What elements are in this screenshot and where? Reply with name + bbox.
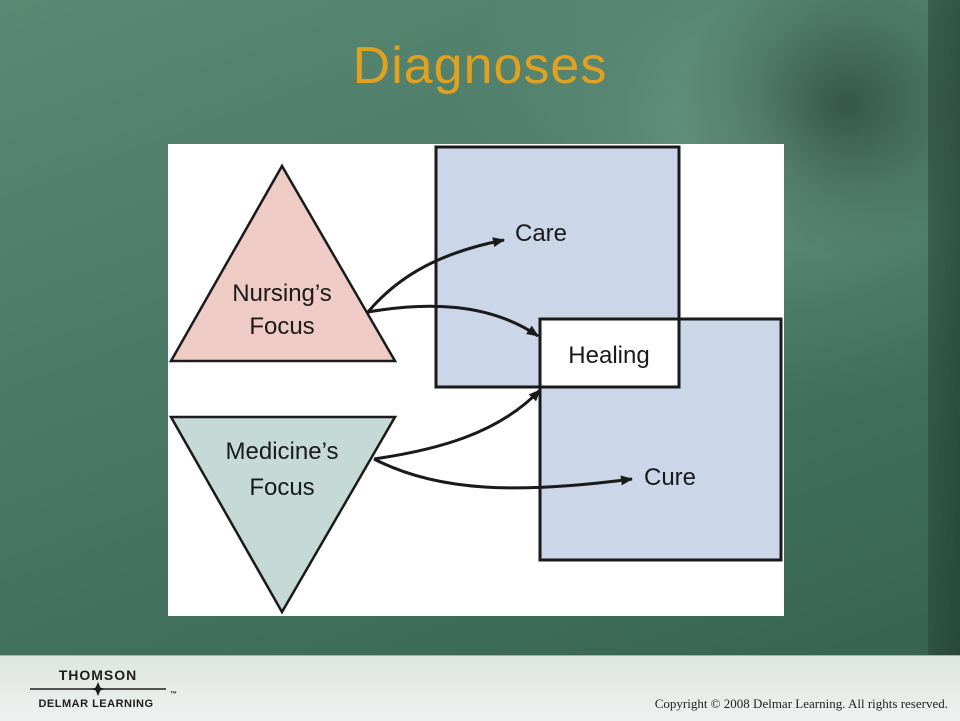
care-label: Care <box>515 220 567 247</box>
healing-box <box>538 317 681 389</box>
healing-label: Healing <box>568 342 649 369</box>
arrow-nursing-to-healing <box>367 304 539 338</box>
medicine-focus-label-line1: Medicine’s <box>226 438 339 465</box>
medicine-focus-label-line2: Focus <box>249 474 314 501</box>
arrow-nursing-to-care <box>366 237 505 313</box>
slide-edge-strip <box>928 0 960 655</box>
logo-trademark: ™ <box>170 691 177 698</box>
diagram: Nursing’s Focus Medicine’s Focus Care He… <box>168 145 783 615</box>
arrow-medicine-to-healing <box>373 388 542 461</box>
thomson-delmar-logo: THOMSON DELMAR LEARNING ™ <box>30 667 177 710</box>
nursing-focus-label-line1: Nursing’s <box>232 280 332 307</box>
diagram-panel: Nursing’s Focus Medicine’s Focus Care He… <box>168 144 784 616</box>
logo-line1: THOMSON <box>59 667 138 683</box>
slide-title: Diagnoses <box>352 37 608 95</box>
nursing-focus-label-line2: Focus <box>249 313 314 340</box>
footer-bar <box>0 655 960 721</box>
copyright-notice: Copyright © 2008 Delmar Learning. All ri… <box>654 696 948 711</box>
nursing-focus-triangle <box>168 163 398 363</box>
logo-star-icon-horizontal <box>90 687 106 691</box>
logo-line2: DELMAR LEARNING <box>38 698 153 710</box>
cure-label: Cure <box>644 464 696 491</box>
arrow-medicine-to-cure <box>373 457 633 490</box>
medicine-focus-triangle <box>168 415 398 615</box>
